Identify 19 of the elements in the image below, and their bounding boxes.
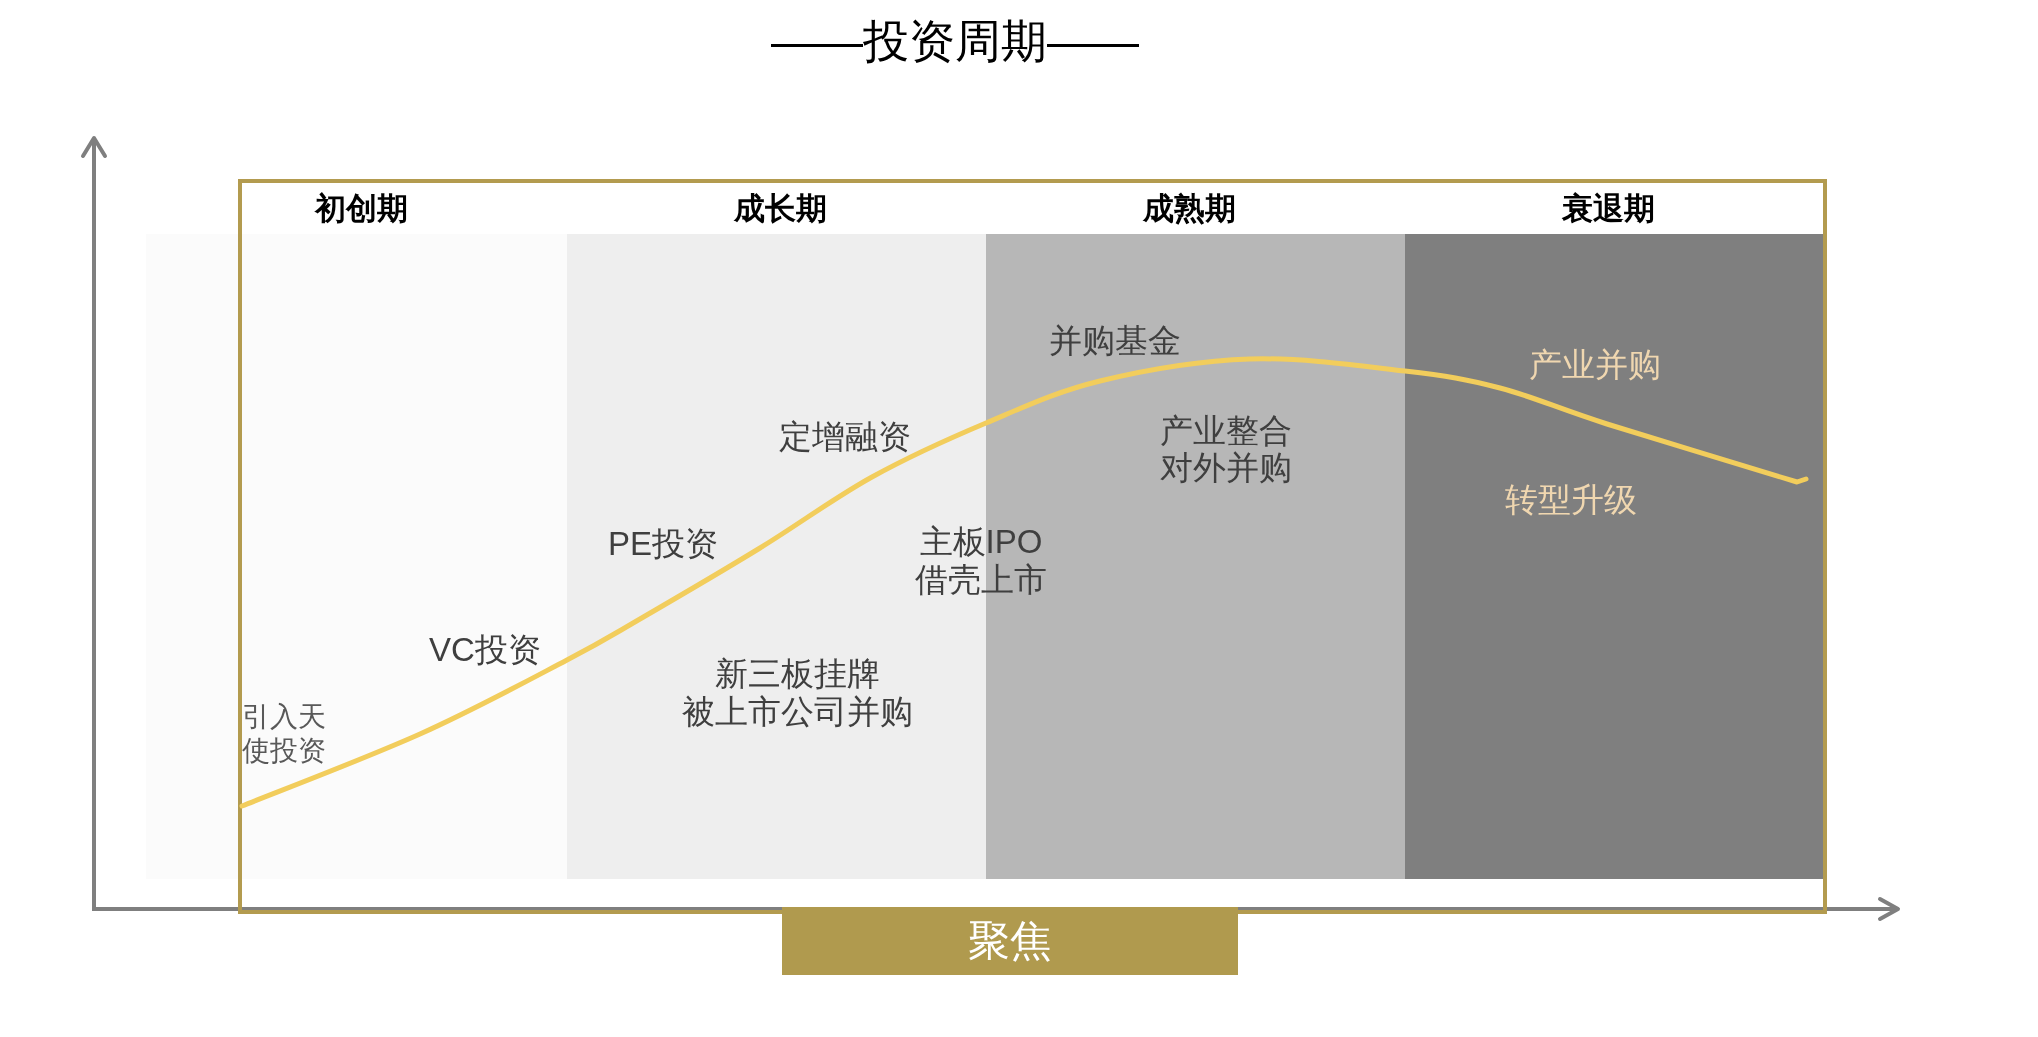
investment-label: 被上市公司并购 bbox=[681, 692, 913, 732]
stage-heading: 初创期 bbox=[314, 190, 408, 228]
investment-label: 定增融资 bbox=[779, 417, 911, 457]
investment-label: 转型升级 bbox=[1505, 480, 1637, 520]
investment-label: 产业整合 bbox=[1160, 411, 1292, 451]
stage-heading: 成熟期 bbox=[1142, 190, 1236, 228]
investment-label: 借壳上市 bbox=[915, 560, 1047, 600]
investment-label: 并购基金 bbox=[1049, 321, 1181, 361]
caption-banner: 聚焦 bbox=[782, 907, 1238, 975]
diagram-title: ——投资周期—— bbox=[771, 14, 1139, 70]
investment-label: 对外并购 bbox=[1160, 448, 1292, 488]
investment-label: 引入天使投资 bbox=[242, 700, 327, 768]
investment-label: 产业并购 bbox=[1529, 345, 1661, 385]
stage-heading: 成长期 bbox=[733, 190, 827, 228]
investment-label: 新三板挂牌 bbox=[714, 654, 880, 694]
investment-label: PE投资 bbox=[608, 524, 718, 564]
stage-heading: 衰退期 bbox=[1561, 190, 1655, 228]
investment-label: 主板IPO bbox=[919, 522, 1043, 562]
investment-label: VC投资 bbox=[429, 630, 541, 670]
